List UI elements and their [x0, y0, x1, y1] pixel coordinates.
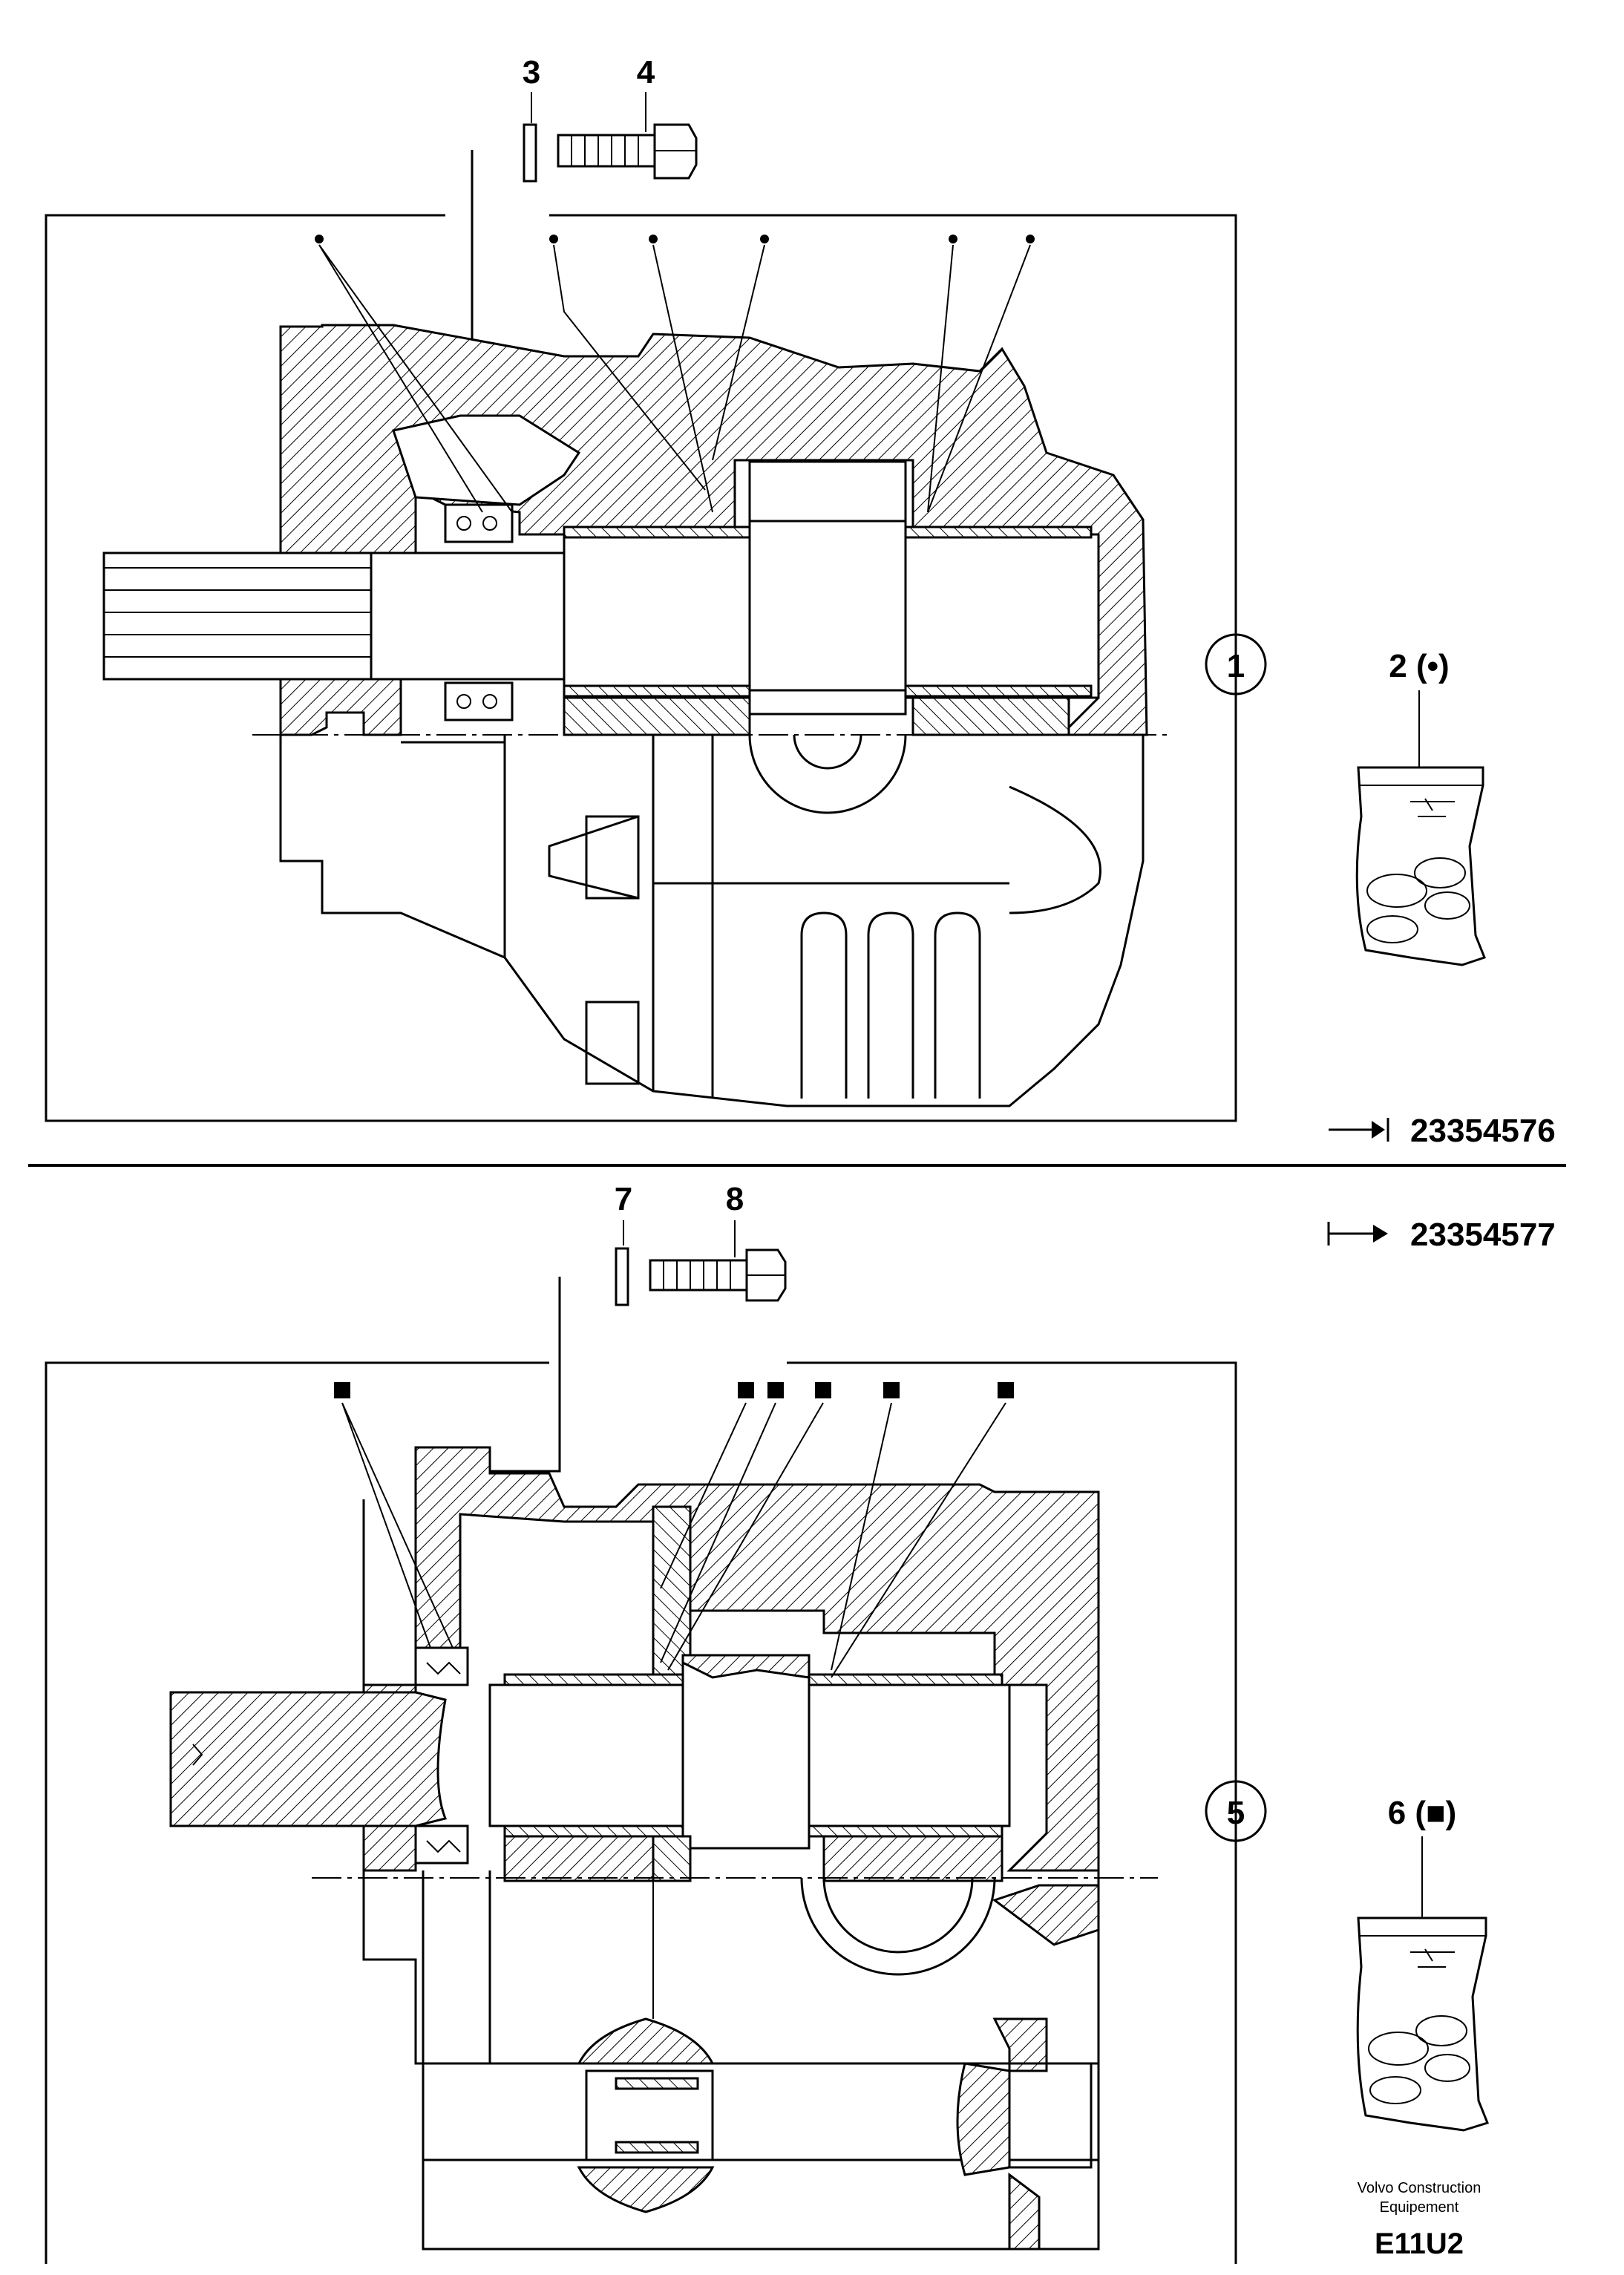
lower-key-part: [615, 1247, 629, 1306]
callout-5-circle: [1205, 1780, 1267, 1842]
lower-housing-section: [362, 1446, 1100, 1872]
lower-housing-exterior: [362, 1870, 1100, 2251]
upper-shaft: [102, 460, 1100, 716]
upper-housing-exterior: [279, 734, 1145, 1107]
callout-1-circle: [1205, 633, 1267, 695]
lower-screw-part: [649, 1248, 787, 1302]
callout-3: 3: [523, 54, 540, 91]
lower-seal-kit-bag: [1356, 1916, 1489, 2132]
callout-7: 7: [615, 1181, 632, 1217]
upper-view: 3 4 1 2 (•) 23354576: [45, 54, 1556, 1149]
upper-shaft-seal: [444, 503, 514, 721]
callout-6: 6 (■): [1388, 1795, 1457, 1831]
part-number-before: 23354576: [1329, 1113, 1556, 1149]
lower-frame: [45, 1361, 1237, 2264]
publisher-footer: Volvo Construction Equipement E11U2: [1358, 2180, 1481, 2260]
part-number-after: 23354577: [1327, 1217, 1556, 1253]
callout-5: 5: [1227, 1795, 1245, 1831]
svg-text:23354577: 23354577: [1410, 1217, 1556, 1253]
upper-screw-part: [557, 123, 698, 180]
callout-8: 8: [726, 1181, 744, 1217]
upper-seal-kit-bag: [1355, 766, 1486, 966]
drawing-code: E11U2: [1375, 2227, 1464, 2260]
lower-shaft-seal: [414, 1646, 469, 1865]
callout-2: 2 (•): [1389, 648, 1449, 684]
svg-text:23354576: 23354576: [1410, 1113, 1556, 1149]
callout-1: 1: [1227, 648, 1245, 684]
lower-view: 23354577 7 8: [45, 1181, 1556, 2264]
callout-4: 4: [637, 54, 655, 91]
lower-seal-markers: [334, 1382, 1014, 1678]
upper-frame: [45, 214, 1237, 1122]
publisher-line-1: Volvo Construction: [1358, 2180, 1481, 2196]
publisher-line-2: Equipement: [1380, 2199, 1459, 2216]
lower-shaft: [169, 1654, 1011, 1850]
upper-seal-markers: [315, 235, 1035, 513]
upper-key-part: [523, 123, 537, 183]
